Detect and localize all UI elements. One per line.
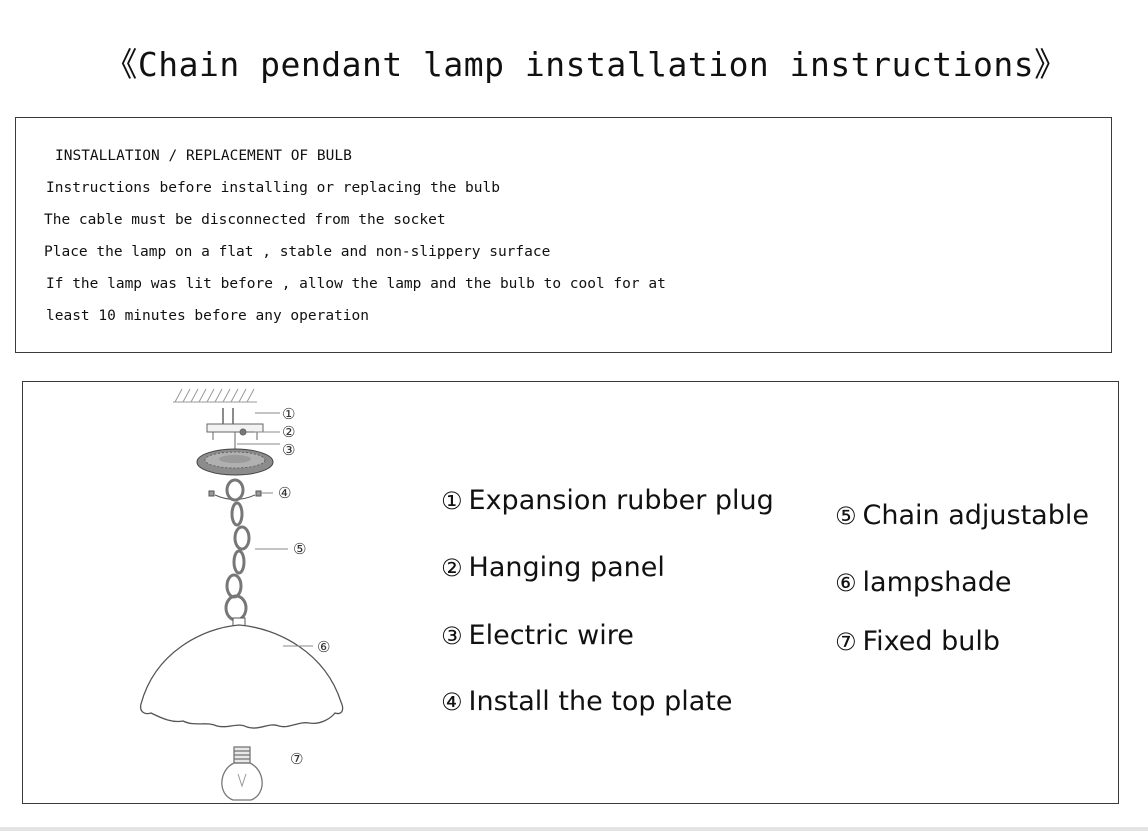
callout-number: ③ — [282, 441, 295, 459]
legend-number: ② — [441, 554, 463, 582]
callout-number: ② — [282, 423, 295, 441]
legend-number: ① — [441, 487, 463, 515]
notice-box: INSTALLATION / REPLACEMENT OF BULB Instr… — [15, 117, 1112, 353]
legend-label: Electric wire — [468, 620, 634, 651]
callout-number: ⑤ — [293, 540, 306, 558]
callout-number: ⑥ — [317, 638, 330, 656]
callout-number: ① — [282, 405, 295, 423]
chain-drawing — [224, 478, 251, 622]
canopy-drawing — [196, 448, 274, 476]
leader-lines — [237, 412, 313, 647]
bottom-rule — [0, 827, 1148, 831]
notice-line: If the lamp was lit before , allow the l… — [46, 276, 666, 292]
legend-label: Hanging panel — [468, 552, 665, 583]
legend-number: ⑦ — [835, 628, 857, 656]
page-title: 《Chain pendant lamp installation instruc… — [104, 45, 1068, 84]
bulb-drawing — [221, 746, 263, 801]
notice-line: Place the lamp on a flat , stable and no… — [44, 244, 551, 260]
legend-number: ⑤ — [835, 502, 857, 530]
ceiling-hatch — [173, 388, 257, 403]
legend-label: Chain adjustable — [862, 500, 1089, 531]
legend-label: Expansion rubber plug — [468, 485, 774, 516]
legend-label: Install the top plate — [468, 686, 733, 717]
legend-label: lampshade — [862, 567, 1012, 598]
lampshade-drawing — [139, 624, 344, 729]
legend-label: Fixed bulb — [862, 626, 1000, 657]
notice-heading: INSTALLATION / REPLACEMENT OF BULB — [55, 148, 352, 164]
top-plate-drawing — [208, 490, 262, 500]
notice-line: Instructions before installing or replac… — [46, 180, 500, 196]
notice-line: least 10 minutes before any operation — [46, 308, 370, 324]
legend-number: ⑥ — [835, 569, 857, 597]
pendant-lamp-illustration: ① ② ③ ④ ⑤ ⑥ ⑦ — [139, 388, 344, 801]
callout-number: ⑦ — [290, 750, 303, 768]
callout-number: ④ — [278, 484, 291, 502]
legend-number: ③ — [441, 622, 463, 650]
legend-number: ④ — [441, 688, 463, 716]
notice-line: The cable must be disconnected from the … — [44, 212, 446, 228]
